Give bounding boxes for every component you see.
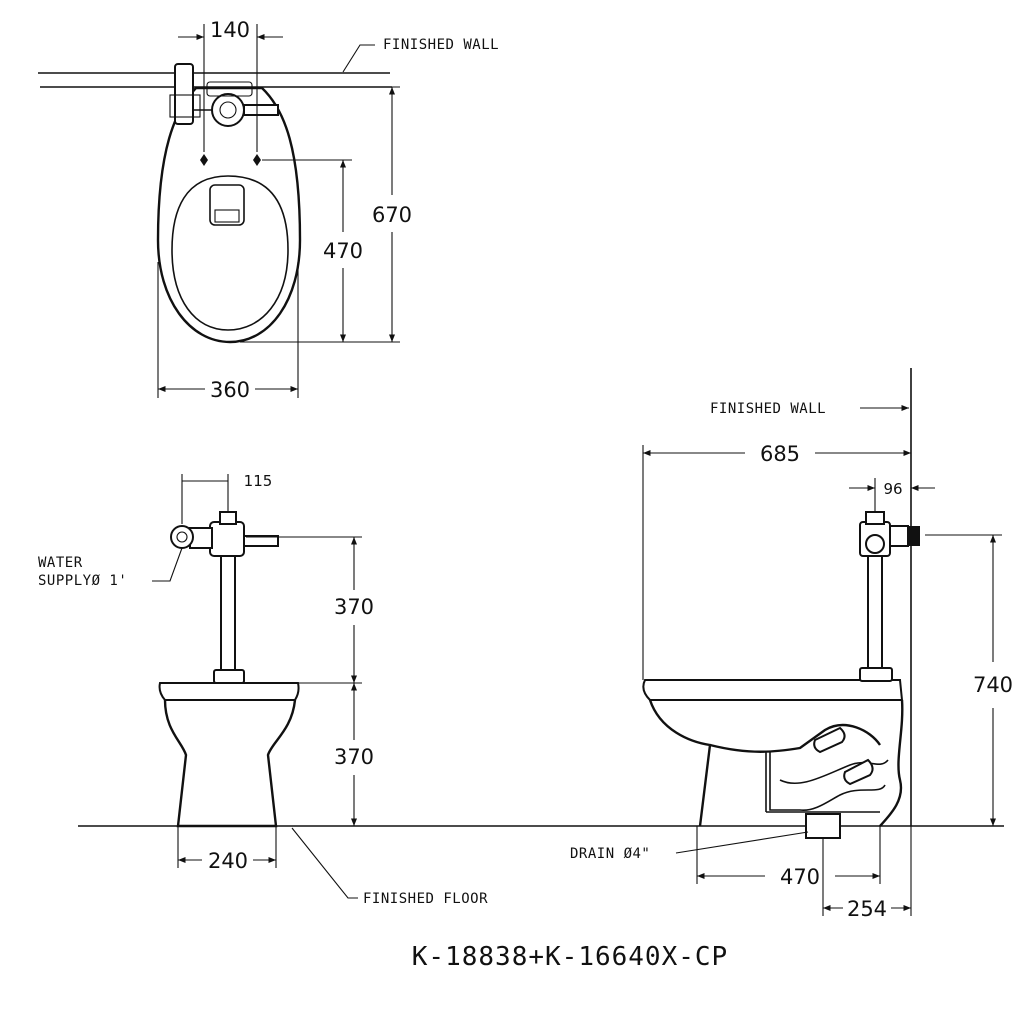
side-flush-pipe: [867, 555, 883, 669]
water-supply-label-line2: SUPPLYØ 1': [38, 573, 127, 589]
dim-240-text: 240: [208, 849, 248, 873]
front-supply-stop: [170, 525, 194, 549]
model-number: K-18838+K-16640X-CP: [412, 942, 728, 972]
top-bolt-mark-left: [200, 154, 208, 166]
dim-470-side-text: 470: [780, 865, 820, 889]
top-finished-wall-label: FINISHED WALL: [383, 37, 499, 53]
side-bowl-back: [879, 699, 904, 827]
top-bowl-inner: [171, 175, 289, 331]
side-supply-connector: [889, 525, 909, 547]
side-trapway-top: [709, 724, 881, 753]
dim-740-text: 740: [973, 673, 1013, 697]
drain-label: DRAIN Ø4": [570, 846, 650, 862]
front-bowl-rim: [158, 682, 300, 701]
dim-140-text: 140: [210, 18, 250, 42]
top-supply-body: [169, 94, 201, 118]
top-supply-stop: [174, 63, 194, 125]
side-valve-cap: [865, 511, 885, 525]
top-spud: [209, 184, 245, 226]
dim-370-lower-text: 370: [334, 745, 374, 769]
side-spud: [859, 667, 893, 682]
dim-360-text: 360: [210, 378, 250, 402]
top-view: FINISHED WALL 140 670 47: [38, 18, 499, 402]
dim-115-text: 115: [244, 472, 273, 490]
front-valve-cap: [219, 511, 237, 525]
front-flush-pipe: [220, 555, 236, 671]
side-trapway-inner: [769, 752, 886, 811]
top-spud-inner: [214, 209, 240, 223]
front-flush-valve-body: [209, 521, 245, 557]
dim-254-text: 254: [847, 897, 887, 921]
top-flush-handle: [243, 104, 279, 116]
finished-floor-leader: [291, 827, 358, 899]
top-flush-valve-inner: [219, 101, 237, 119]
top-valve-cap: [206, 81, 253, 97]
side-bowl-front: [648, 699, 712, 827]
front-view: 115 WATER SUPPLYØ 1' 370 370 240 FINISHE…: [38, 472, 1004, 907]
side-bowl-rim: [642, 679, 904, 701]
top-wall-leader: [342, 44, 375, 73]
water-supply-label-line1: WATER: [38, 555, 83, 571]
side-flush-handle: [865, 534, 885, 554]
front-bowl-body: [163, 699, 297, 828]
side-drain: [805, 813, 841, 839]
dim-685-text: 685: [760, 442, 800, 466]
side-supply-stop: [908, 526, 920, 546]
side-finished-wall-label: FINISHED WALL: [710, 401, 826, 417]
top-flush-valve: [211, 93, 245, 127]
front-flush-handle: [243, 535, 279, 547]
dim-96-text: 96: [883, 480, 902, 498]
drain-leader: [675, 831, 809, 854]
top-bowl-outline: [156, 86, 302, 344]
side-trap-opening-1: [813, 726, 846, 754]
water-supply-leader: [152, 547, 183, 582]
side-view: FINISHED WALL 685 96: [570, 368, 1013, 921]
side-trap-opening-2: [843, 758, 874, 786]
front-supply-stop-inner: [176, 531, 188, 543]
side-trapway-curve: [779, 759, 889, 785]
dim-370-upper-text: 370: [334, 595, 374, 619]
dim-670-text: 670: [372, 203, 412, 227]
finished-floor-label: FINISHED FLOOR: [363, 891, 488, 907]
top-bolt-mark-right: [253, 154, 261, 166]
dim-470-top-text: 470: [323, 239, 363, 263]
front-spud: [213, 669, 245, 684]
